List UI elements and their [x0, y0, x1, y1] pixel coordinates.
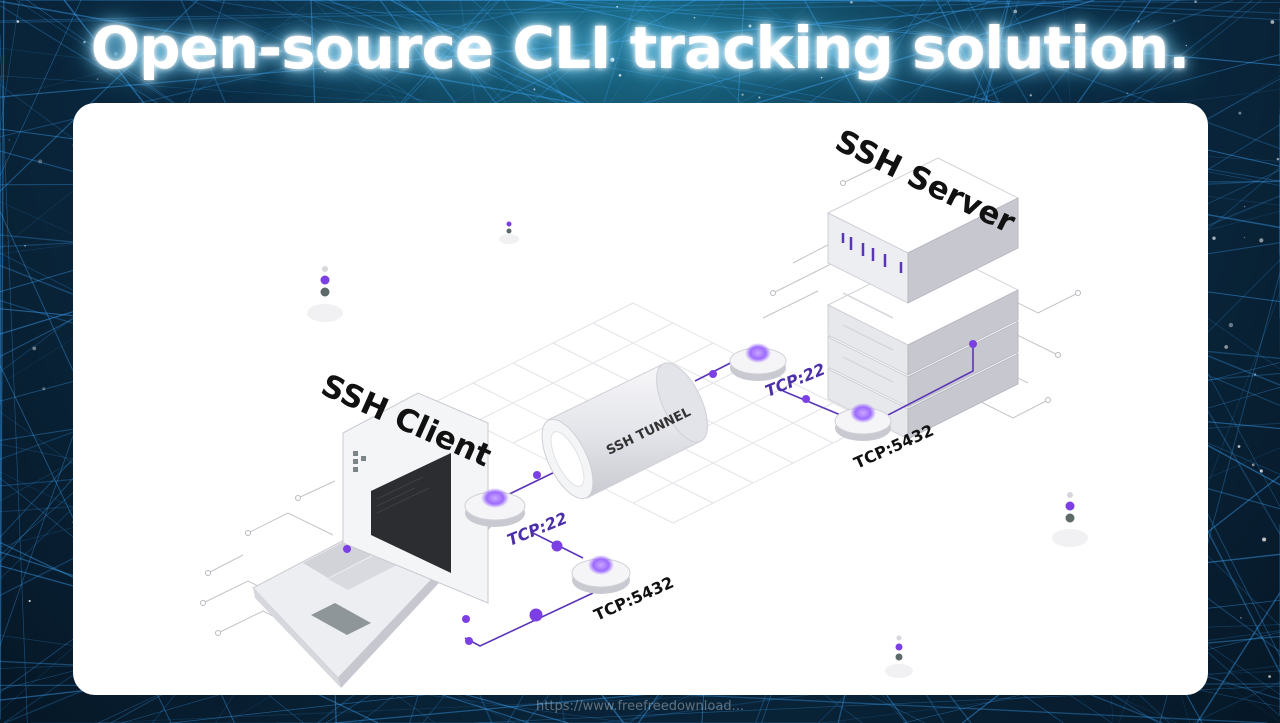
star-dot: [38, 159, 43, 164]
star-dot: [610, 57, 615, 62]
star-dot: [24, 244, 26, 247]
star-dot: [32, 346, 37, 351]
star-dot: [1212, 236, 1216, 240]
star-dot: [83, 40, 86, 44]
star-dot: [324, 71, 326, 73]
star-dot: [1268, 675, 1272, 678]
star-dot: [1270, 20, 1275, 24]
star-dot: [258, 52, 263, 57]
star-dot: [1259, 469, 1263, 473]
star-dot: [1259, 238, 1264, 243]
port-node-client-ssh: [464, 488, 526, 527]
mesh-line: [0, 0, 1082, 98]
star-dot: [28, 599, 31, 603]
mesh-line: [962, 0, 1280, 14]
star-dot: [1228, 322, 1234, 328]
port-node-client-db: [571, 555, 631, 594]
mesh-line: [1196, 592, 1280, 723]
star-dot: [1237, 445, 1241, 448]
mesh-line: [0, 0, 82, 177]
mesh-line: [1192, 681, 1280, 723]
node-marker: [885, 635, 913, 678]
ssh-tunnel: SSH TUNNEL: [541, 362, 708, 500]
star-dot: [850, 0, 853, 4]
mesh-line: [623, 0, 1280, 3]
star-dot: [1029, 94, 1032, 97]
star-dot: [1240, 617, 1242, 619]
mesh-line: [868, 0, 1280, 150]
star-dot: [758, 96, 761, 99]
star-dot: [1185, 44, 1187, 47]
mesh-line: [0, 34, 28, 723]
laptop-icon: [252, 392, 494, 688]
port-node-server-db: [834, 403, 892, 441]
mesh-line: [0, 0, 199, 192]
star-dot: [1013, 9, 1018, 14]
page-title: Open-source CLI tracking solution.: [90, 14, 1191, 82]
star-dot: [1276, 157, 1280, 161]
node-marker: [1052, 492, 1088, 547]
star-dot: [1243, 236, 1246, 239]
mesh-line: [0, 0, 20, 129]
mesh-line: [0, 0, 933, 22]
port-node-server-ssh: [729, 343, 787, 381]
star-dot: [693, 16, 696, 19]
ssh-tunnel-diagram: SSH TUNNEL: [200, 123, 1088, 688]
star-dot: [618, 73, 622, 77]
star-dot: [700, 62, 704, 66]
star-dot: [1194, 0, 1197, 3]
star-dot: [1262, 537, 1267, 542]
star-dot: [1251, 463, 1255, 467]
star-dot: [16, 20, 20, 23]
mesh-line: [0, 0, 380, 100]
mesh-line: [0, 0, 1199, 24]
node-marker: [499, 221, 519, 244]
diagram-card: SSH TUNNEL: [73, 103, 1208, 695]
mesh-line: [0, 0, 5, 720]
star-dot: [1253, 373, 1257, 376]
star-dot: [8, 139, 10, 141]
star-dot: [1126, 92, 1129, 95]
connection-dots: [465, 340, 977, 645]
star-dot: [748, 24, 752, 28]
star-dot: [114, 51, 118, 56]
star-dot: [533, 88, 536, 91]
star-dot: [616, 5, 619, 8]
star-dot: [820, 76, 823, 79]
node-marker: [307, 266, 343, 322]
star-dot: [1172, 19, 1176, 22]
mesh-line: [949, 0, 1280, 21]
star-dot: [96, 78, 99, 81]
mesh-line: [527, 0, 1280, 66]
star-dot: [1224, 345, 1229, 349]
ssh-server-icon: [826, 157, 1020, 440]
watermark-url: https://www.freefreedownload...: [536, 699, 744, 714]
star-dot: [1238, 111, 1242, 115]
star-dot: [915, 59, 917, 61]
star-dot: [42, 387, 46, 391]
star-dot: [741, 93, 744, 96]
star-dot: [1243, 205, 1246, 208]
star-dot: [1137, 20, 1140, 23]
mesh-line: [572, 0, 1280, 66]
